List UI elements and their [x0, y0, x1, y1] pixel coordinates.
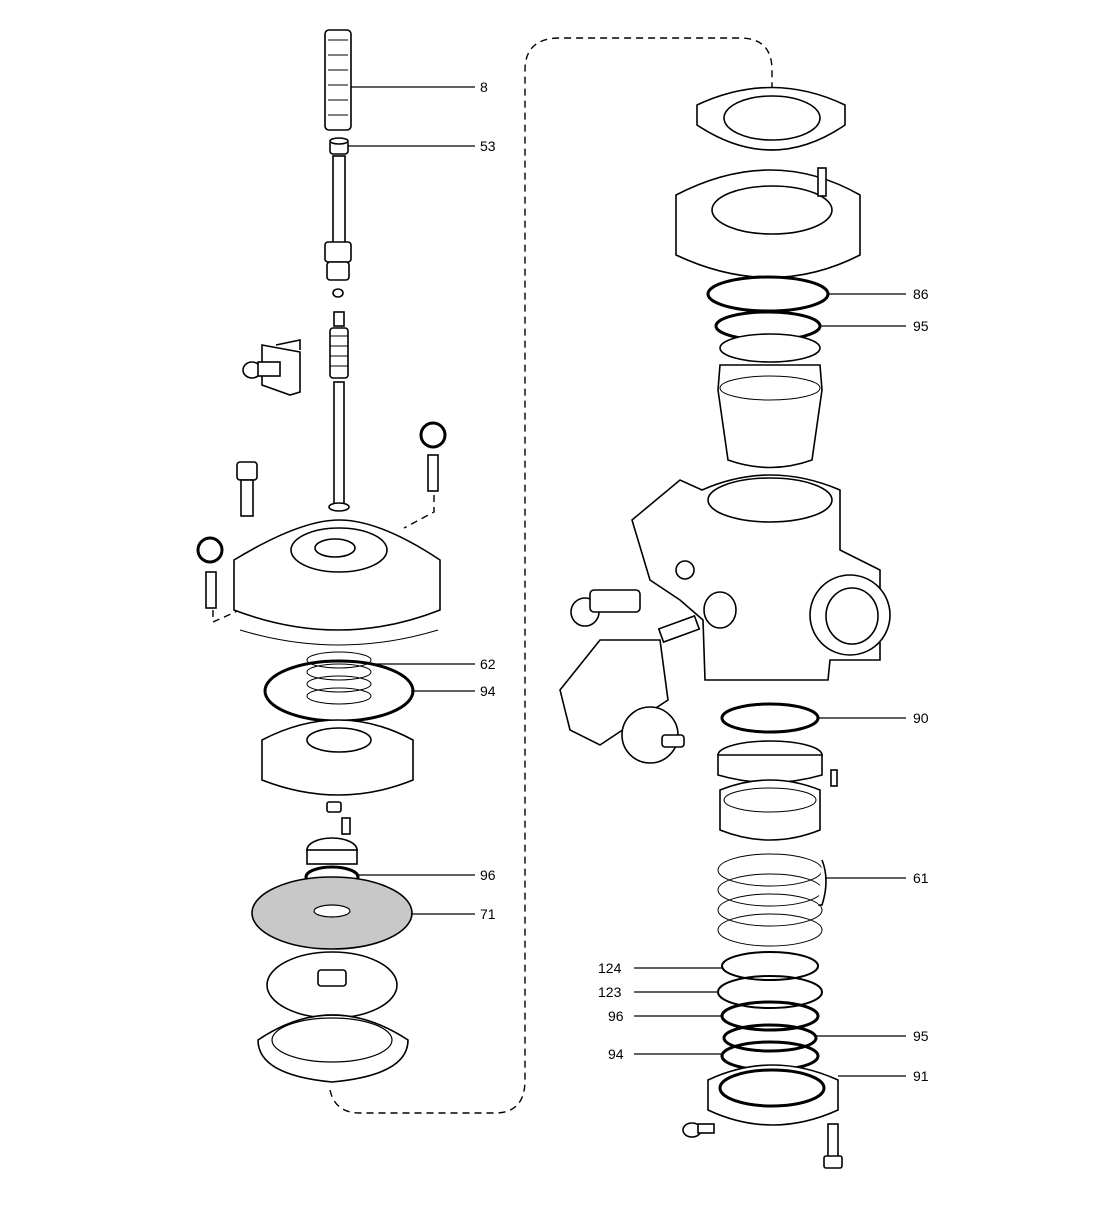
top-flange — [675, 167, 861, 279]
eyebolt-right — [419, 421, 447, 492]
callout-94-right: 94 — [608, 1046, 624, 1062]
callout-71: 71 — [480, 906, 496, 922]
small-nut — [326, 801, 342, 813]
eyebolt-dashed-leader-left — [212, 599, 263, 624]
bottom-screw-left — [682, 1122, 715, 1138]
actuator-position-switch — [559, 614, 701, 764]
callout-53: 53 — [480, 138, 496, 154]
callout-124: 124 — [598, 960, 622, 976]
callout-61: 61 — [913, 870, 929, 886]
eyebolt-left — [196, 536, 224, 609]
bracket-with-screw — [242, 339, 301, 396]
o-ring-part-124 — [721, 951, 819, 981]
spindle — [324, 155, 352, 512]
side-plug — [570, 589, 641, 627]
valve-body — [631, 474, 891, 681]
callout-86: 86 — [913, 286, 929, 302]
cap-screw — [236, 461, 258, 517]
callout-96-left: 96 — [480, 867, 496, 883]
callout-62: 62 — [480, 656, 496, 672]
top-cone-ring — [696, 86, 846, 151]
threaded-rod-part-8 — [324, 29, 352, 131]
callout-94-left: 94 — [480, 683, 496, 699]
bottom-screw-right — [823, 1123, 843, 1169]
callout-90: 90 — [913, 710, 929, 726]
perforated-lower-housing — [257, 1014, 409, 1083]
eyebolt-dashed-leader — [403, 495, 435, 529]
diaphragm-housing-cover — [233, 519, 441, 646]
upper-sleeve — [717, 333, 823, 469]
nut-part-53 — [329, 137, 349, 155]
spring-part-62 — [306, 651, 372, 705]
diaphragm-plate-upper — [306, 837, 358, 865]
callout-123: 123 — [598, 984, 622, 1000]
lower-seat-ring — [717, 740, 838, 787]
diaphragm-plate-lower — [266, 951, 398, 1019]
assembly-connector-dashed-line — [329, 37, 773, 1114]
callout-91: 91 — [913, 1068, 929, 1084]
spring-plate — [261, 719, 414, 796]
lower-sleeve — [719, 779, 821, 841]
o-ring-part-90 — [720, 702, 820, 734]
bellows-spring-part-61 — [717, 853, 827, 947]
o-ring-part-94 — [263, 659, 415, 723]
o-ring-part-86 — [706, 275, 830, 313]
o-ring-part-95-lower — [722, 1023, 818, 1053]
callout-95-upper: 95 — [913, 318, 929, 334]
small-screw — [341, 817, 351, 835]
bottom-flange-part-91 — [707, 1064, 839, 1126]
callout-95-lower: 95 — [913, 1028, 929, 1044]
callout-8: 8 — [480, 79, 488, 95]
diaphragm-part-71 — [251, 876, 413, 950]
callout-96-right: 96 — [608, 1008, 624, 1024]
